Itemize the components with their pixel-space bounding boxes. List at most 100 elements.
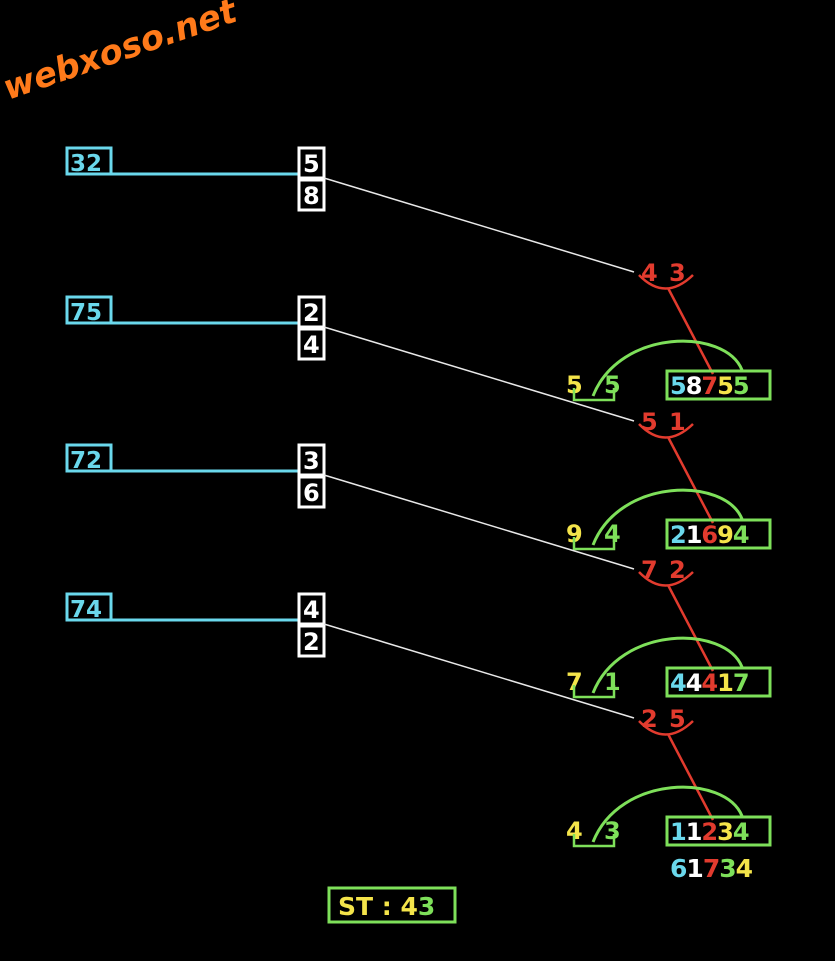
green-arc: [591, 488, 744, 546]
small-pair-digit-1: 9: [566, 520, 583, 548]
result-box: [665, 815, 772, 847]
result-digit-2: 4: [686, 669, 702, 697]
left-label-box: [65, 295, 113, 325]
result-digit-2: 1: [686, 818, 702, 846]
left-label: 75: [70, 300, 102, 326]
small-pair-digit-2: 1: [604, 668, 621, 696]
result-digit-5: 4: [733, 521, 749, 549]
mid-top-digit: 2: [303, 299, 320, 327]
mid-bottom-digit: 6: [303, 479, 320, 507]
small-pair-digit-2: 4: [604, 520, 621, 548]
mid-bottom-digit: 8: [303, 182, 320, 210]
final-digit-3: 7: [703, 854, 719, 883]
result-digit-4: 5: [717, 372, 733, 400]
red-connector-line: [666, 733, 715, 821]
result-digit-2: 8: [686, 372, 702, 400]
mid-bottom-digit: 4: [303, 331, 320, 359]
result-digit-4: 1: [717, 669, 733, 697]
small-pair-digit-1: 5: [566, 371, 583, 399]
green-arc: [591, 339, 744, 397]
st-digit-1: 4: [400, 892, 417, 921]
left-label-box: [65, 146, 113, 176]
green-arc: [591, 785, 744, 843]
small-pair-bracket: [572, 537, 616, 551]
red-pair-digit-2: 3: [669, 259, 686, 287]
mid-top-digit: 5: [303, 150, 320, 178]
st-digit-2: 3: [418, 892, 435, 921]
result-digit-2: 1: [686, 521, 702, 549]
mid-bottom-digit: 2: [303, 628, 320, 656]
st-box: ST : 43: [327, 886, 457, 924]
green-arc: [591, 636, 744, 694]
diagonal-connector-line: [323, 177, 635, 273]
small-pair-digit-1: 7: [566, 668, 583, 696]
result-box: [665, 518, 772, 550]
mid-bottom-box: [297, 624, 326, 658]
red-pair-digit-2: 5: [669, 705, 686, 733]
svg-text:ST : 43: ST : 43: [338, 892, 435, 921]
result-digit-1: 4: [670, 669, 686, 697]
red-connector-line: [666, 584, 715, 672]
st-label: ST :: [338, 892, 400, 921]
mid-bottom-box: [297, 178, 326, 212]
mid-bottom-box: [297, 475, 326, 509]
mid-top-box: [297, 146, 326, 180]
red-pair-digit-2: 2: [669, 556, 686, 584]
diagonal-connector-line: [323, 326, 635, 422]
small-pair-bracket: [572, 685, 616, 699]
left-label: 74: [70, 597, 102, 623]
left-label-box: [65, 443, 113, 473]
svg-text:11234: 11234: [670, 818, 749, 846]
left-label-box: [65, 592, 113, 622]
result-digit-3: 6: [701, 521, 717, 549]
red-pair-digit-2: 1: [669, 408, 686, 436]
red-pair-cup: [638, 571, 694, 587]
result-digit-3: 4: [701, 669, 717, 697]
left-label: 72: [70, 448, 102, 474]
small-pair-digit-2: 3: [604, 817, 621, 845]
red-connector-line: [666, 287, 715, 375]
svg-text:61734: 61734: [670, 854, 753, 883]
result-digit-5: 5: [733, 372, 749, 400]
final-number: 61734: [670, 854, 754, 883]
red-pair-cup: [638, 274, 694, 290]
result-digit-1: 5: [670, 372, 686, 400]
svg-text:21694: 21694: [670, 521, 749, 549]
small-pair-bracket: [572, 834, 616, 848]
final-digit-1: 6: [670, 854, 687, 883]
red-pair-cup: [638, 720, 694, 736]
result-digit-1: 1: [670, 818, 686, 846]
diagonal-connector-line: [323, 474, 635, 570]
mid-bottom-box: [297, 327, 326, 361]
result-box: [665, 369, 772, 401]
mid-top-box: [297, 295, 326, 329]
mid-top-box: [297, 592, 326, 626]
result-digit-1: 2: [670, 521, 686, 549]
result-digit-5: 4: [733, 818, 749, 846]
red-pair-cup: [638, 423, 694, 439]
mid-top-digit: 3: [303, 447, 320, 475]
result-box: [665, 666, 772, 698]
result-digit-4: 9: [717, 521, 733, 549]
mid-top-digit: 4: [303, 596, 320, 624]
result-digit-4: 3: [717, 818, 733, 846]
small-pair-digit-2: 5: [604, 371, 621, 399]
result-digit-5: 7: [733, 669, 749, 697]
red-connector-line: [666, 436, 715, 524]
svg-text:44417: 44417: [670, 669, 749, 697]
small-pair-bracket: [572, 388, 616, 402]
final-digit-4: 3: [719, 854, 735, 883]
watermark-text: webxoso.net: [0, 0, 243, 109]
final-digit-5: 4: [736, 854, 753, 883]
diagonal-connector-line: [323, 623, 635, 719]
mid-top-box: [297, 443, 326, 477]
svg-text:58755: 58755: [670, 372, 749, 400]
final-digit-2: 1: [686, 854, 702, 883]
result-digit-3: 7: [701, 372, 717, 400]
st-box-frame: [327, 886, 457, 924]
